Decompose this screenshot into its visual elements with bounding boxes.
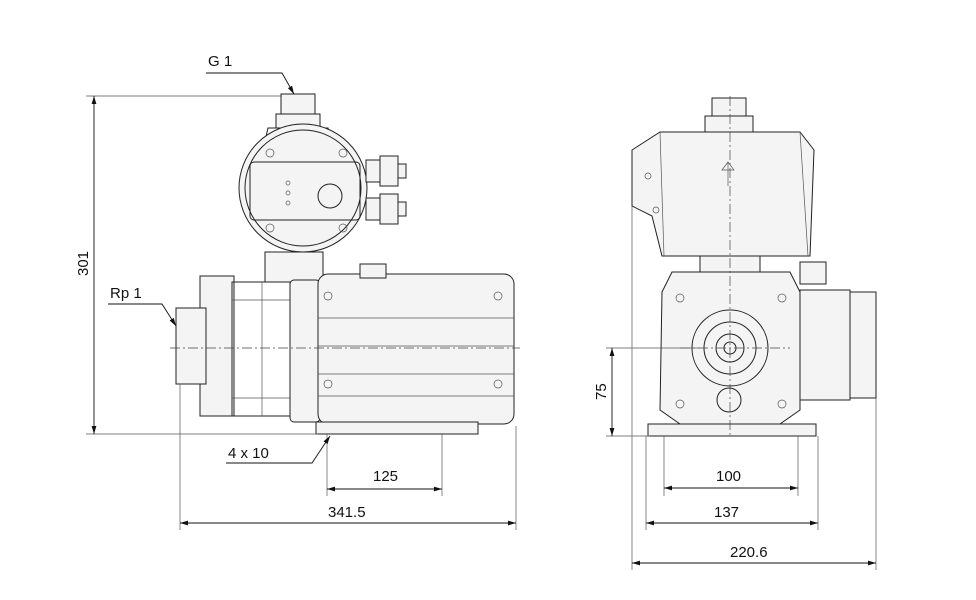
motor-gland: [359, 263, 387, 279]
cable-gland-lower: [365, 193, 407, 225]
pump-base: [315, 421, 479, 435]
motor-flange: [289, 279, 321, 423]
dim-length-total: 341.5: [328, 504, 366, 521]
dim-width-total: 220.6: [730, 544, 768, 561]
motor-housing: [317, 273, 515, 425]
front-outlet-nozzle: [711, 97, 747, 117]
front-drain-plug: [716, 387, 742, 413]
dim-base-outer: 137: [714, 504, 739, 521]
side-dimensions: [86, 72, 517, 530]
label-holes: 4 x 10: [228, 445, 269, 462]
front-side-box: [799, 289, 851, 401]
cable-gland-upper: [365, 155, 407, 187]
controller-panel: [249, 161, 361, 221]
label-rp1: Rp 1: [110, 285, 142, 302]
front-cable-gland: [799, 261, 827, 285]
front-controller: [631, 131, 815, 257]
front-outlet-collar: [704, 115, 754, 133]
dim-height-total: 301: [75, 251, 92, 276]
inlet-port: [175, 307, 207, 385]
dim-base-inner: 100: [716, 468, 741, 485]
controller-housing: [238, 123, 368, 253]
dim-base-holes: 125: [373, 468, 398, 485]
label-g1: G 1: [208, 53, 232, 70]
dim-inlet-height: 75: [593, 383, 610, 400]
front-dimensions: [606, 206, 877, 570]
front-view: [631, 96, 877, 437]
front-base: [647, 423, 817, 437]
side-view: [170, 93, 520, 435]
controller-base: [264, 251, 324, 283]
controller-button: [317, 183, 343, 209]
